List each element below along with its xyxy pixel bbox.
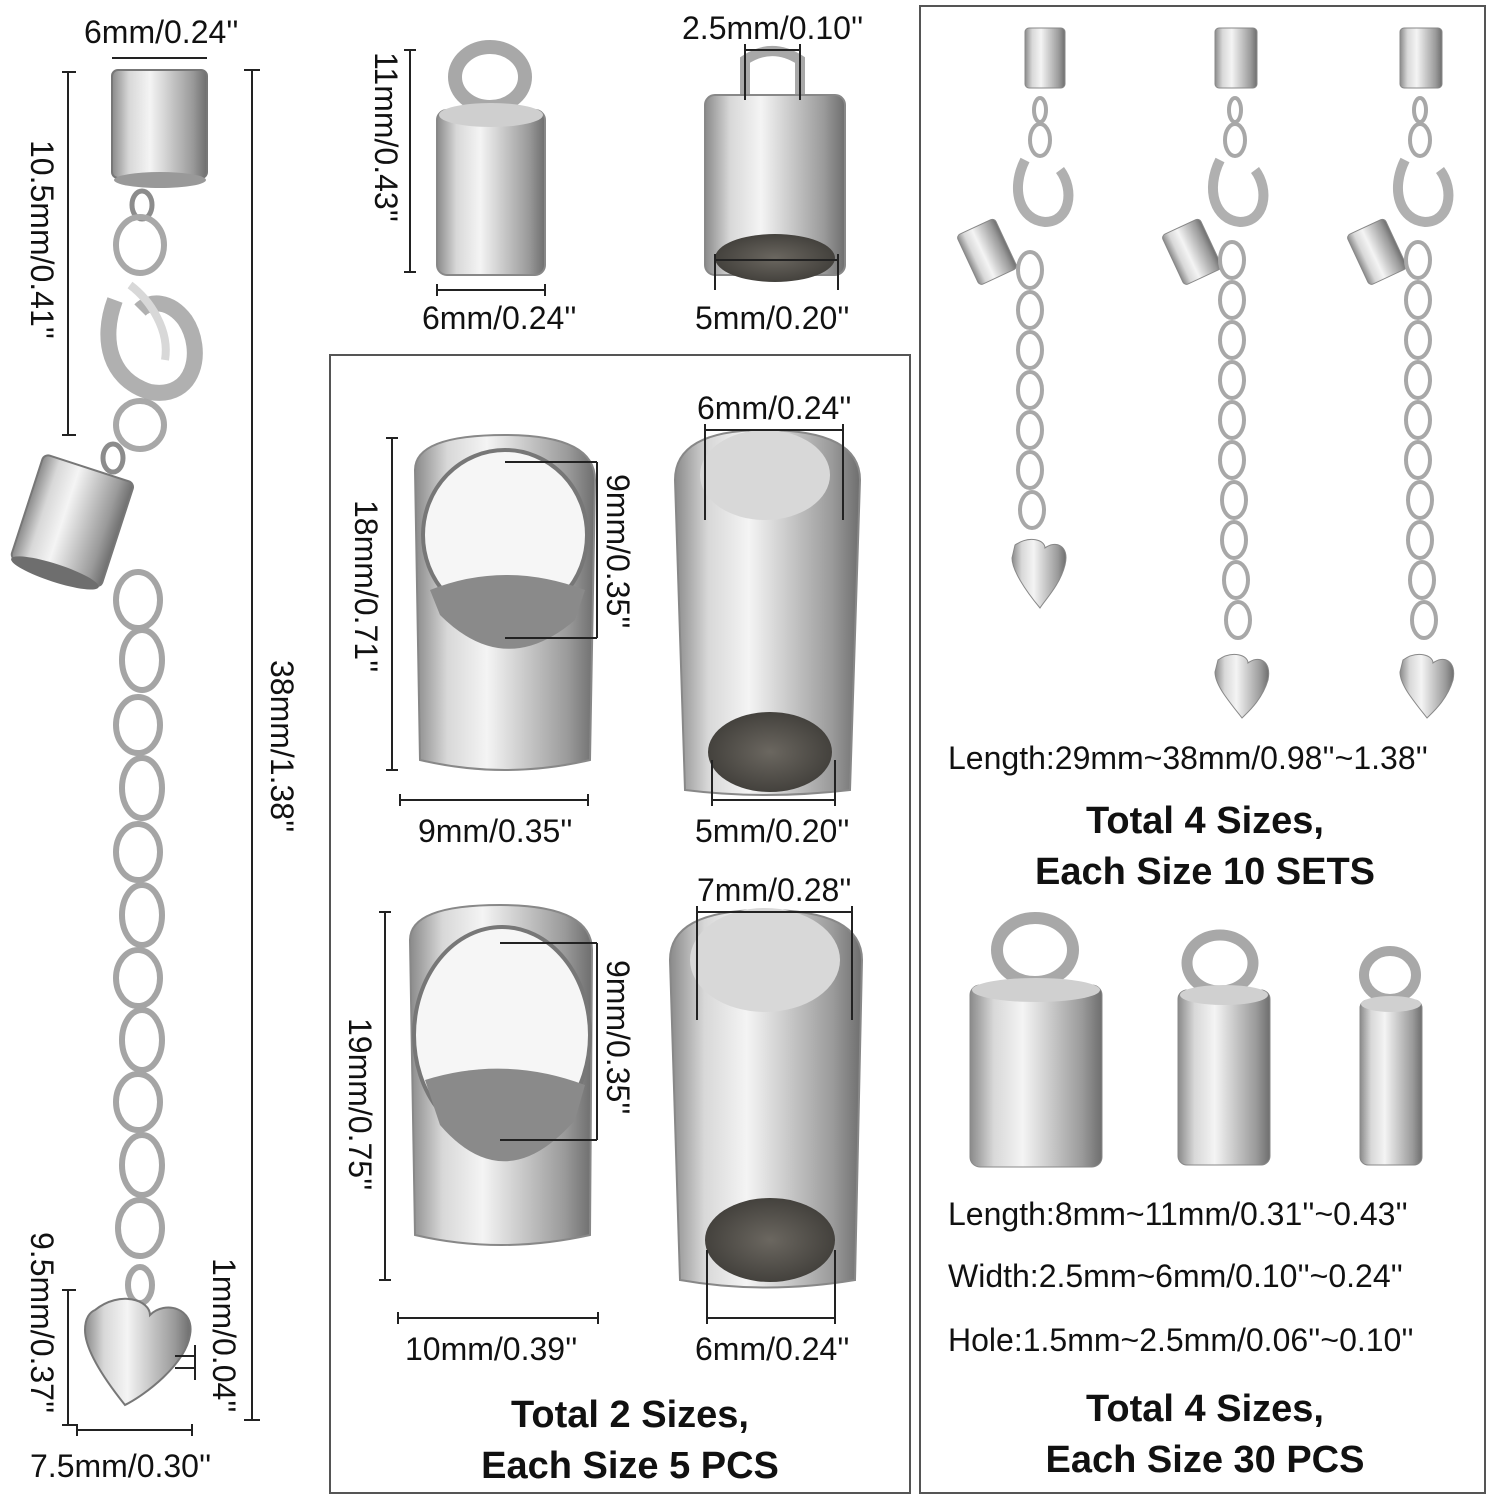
top-cap-width-label: 6mm/0.24'' <box>422 300 577 336</box>
row2-bottom-hole-label: 6mm/0.24'' <box>695 1331 850 1367</box>
left-total-length-label: 38mm/1.38'' <box>264 660 300 833</box>
row1-width-label: 9mm/0.35'' <box>418 813 573 849</box>
cap-width-spec: Width:2.5mm~6mm/0.10''~0.24'' <box>948 1258 1403 1294</box>
left-heart-width-label: 7.5mm/0.30'' <box>30 1448 212 1484</box>
row1-height-label: 18mm/0.71'' <box>348 500 384 673</box>
chain-set-1 <box>957 27 1074 609</box>
large-cord-end-row2-front <box>408 903 594 1246</box>
row2-top-hole-label: 7mm/0.28'' <box>697 872 852 908</box>
left-heart-height-label: 9.5mm/0.37'' <box>24 1232 60 1414</box>
row2-loop-label: 9mm/0.35'' <box>600 960 636 1115</box>
middle-summary: Total 2 Sizes, Each Size 5 PCS <box>340 1390 920 1493</box>
large-cord-end-row1-front <box>413 433 597 771</box>
chain-summary: Total 4 Sizes, Each Size 10 SETS <box>925 796 1485 899</box>
top-cord-end-side <box>704 46 846 282</box>
row1-bottom-hole-label: 5mm/0.20'' <box>695 813 850 849</box>
top-dimension-lines <box>404 44 839 296</box>
chain-summary-line1: Total 4 Sizes, <box>1086 800 1324 842</box>
cap-length-spec: Length:8mm~11mm/0.31''~0.43'' <box>948 1196 1408 1232</box>
left-cap-height-label: 10.5mm/0.41'' <box>24 140 60 339</box>
cap-summary: Total 4 Sizes, Each Size 30 PCS <box>925 1384 1485 1487</box>
middle-summary-line2: Each Size 5 PCS <box>481 1445 779 1488</box>
top-cord-end-front <box>436 40 546 276</box>
cap-summary-line2: Each Size 30 PCS <box>1045 1439 1365 1482</box>
row1-loop-label: 9mm/0.35'' <box>600 474 636 629</box>
top-cap-loop-label: 2.5mm/0.10'' <box>682 10 864 46</box>
cord-end-medium <box>1177 929 1271 1166</box>
middle-dimension-lines <box>379 424 853 1324</box>
chain-summary-line2: Each Size 10 SETS <box>1034 851 1376 894</box>
cap-summary-line1: Total 4 Sizes, <box>1086 1388 1324 1430</box>
top-cap-hole-label: 5mm/0.20'' <box>695 300 850 336</box>
left-extender-chain <box>10 69 208 1407</box>
left-heart-thickness-label: 1mm/0.04'' <box>206 1258 242 1413</box>
middle-summary-line1: Total 2 Sizes, <box>511 1394 749 1436</box>
cord-end-large <box>969 912 1103 1168</box>
middle-panel-border <box>329 354 911 1494</box>
row2-width-label: 10mm/0.39'' <box>405 1331 578 1367</box>
chain-length-spec: Length:29mm~38mm/0.98''~1.38'' <box>948 740 1428 776</box>
left-top-width-label: 6mm/0.24'' <box>84 14 239 50</box>
cap-hole-spec: Hole:1.5mm~2.5mm/0.06''~0.10'' <box>948 1322 1414 1358</box>
chain-set-3 <box>1347 27 1455 719</box>
top-cap-height-label: 11mm/0.43'' <box>368 52 404 222</box>
large-cord-end-row2-side <box>668 908 864 1289</box>
cord-end-small <box>1359 946 1423 1166</box>
row1-top-hole-label: 6mm/0.24'' <box>697 390 852 426</box>
row2-height-label: 19mm/0.75'' <box>342 1018 378 1191</box>
right-panel-border <box>919 5 1486 1494</box>
left-dimension-lines <box>62 57 260 1436</box>
large-cord-end-row1-side <box>673 428 862 796</box>
chain-set-2 <box>1162 27 1270 719</box>
